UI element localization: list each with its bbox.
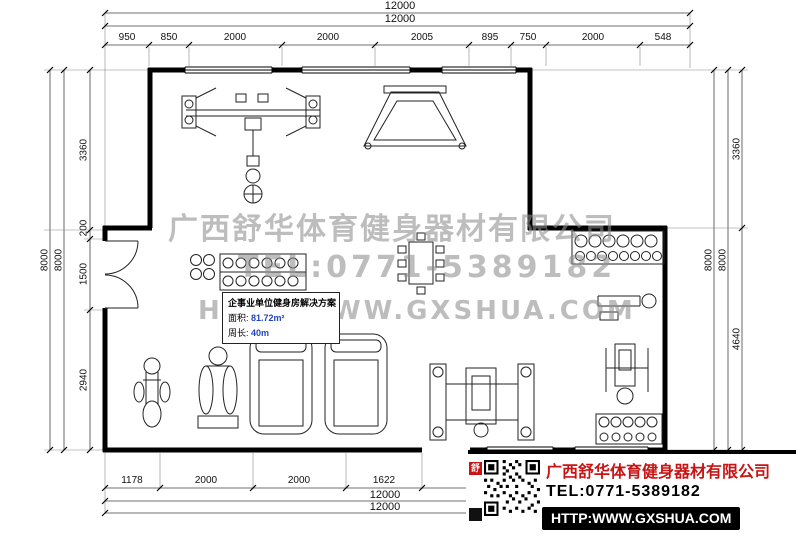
- solution-box: 企事业单位健身房解决方案 面积: 81.72m² 周长: 40m: [222, 292, 340, 344]
- solution-perimeter: 周长: 40m: [228, 326, 334, 339]
- dimension-lines: [49, 12, 743, 514]
- entrance-door: [104, 240, 139, 309]
- company-name: 广西舒华体育健身器材有限公司: [546, 464, 771, 481]
- watermark-company-name: 广西舒华体育健身器材有限公司: [168, 212, 616, 247]
- company-info-block: 舒 广西舒华体育健身器材有限公司 TEL:0771-5389182 HTT: [466, 450, 800, 536]
- dim-bottom-seg-0: 1178: [121, 475, 143, 486]
- dim-right-seg-1: 4640: [731, 327, 743, 351]
- dim-top-seg-8: 548: [654, 32, 672, 43]
- equipment-rack-bottom-right: [595, 413, 663, 445]
- dim-bottom-total-1: 12000: [369, 489, 401, 501]
- dim-left-total-0: 8000: [39, 248, 51, 272]
- perimeter-value: 40m: [251, 328, 270, 338]
- dim-top-seg-7: 2000: [581, 32, 605, 43]
- area-label: 面积:: [228, 313, 249, 323]
- company-tel: TEL:0771-5389182: [546, 483, 701, 500]
- dim-left-seg-3: 2940: [78, 368, 90, 392]
- dim-top-total-1: 12000: [384, 0, 416, 12]
- dim-right-total-1: 8000: [717, 248, 729, 272]
- dim-top-seg-1: 850: [160, 32, 178, 43]
- equipment-plate-rack: [571, 230, 665, 265]
- dim-top-seg-4: 2005: [410, 32, 434, 43]
- dim-left-total-1: 8000: [53, 248, 65, 272]
- equipment-elliptical: [197, 346, 239, 429]
- equipment-machine-right: [605, 343, 649, 405]
- equipment-bench-press: [429, 363, 535, 441]
- equipment-treadmill-1: [249, 333, 313, 435]
- area-value: 81.72m²: [251, 313, 285, 323]
- dim-top-seg-3: 2000: [316, 32, 340, 43]
- logo-black-square: [469, 508, 482, 521]
- qr-code-icon: [484, 460, 540, 516]
- equipment-table-chairs: [397, 232, 445, 295]
- perimeter-label: 周长:: [228, 328, 249, 338]
- equipment-power-rack: [363, 85, 467, 150]
- dim-bottom-total-2: 12000: [369, 501, 401, 513]
- watermark-tel: TEL:0771-5389182: [238, 250, 617, 285]
- company-url: HTTP:WWW.GXSHUA.COM: [542, 507, 741, 530]
- extension-lines: [44, 13, 748, 514]
- solution-title: 企事业单位健身房解决方案: [228, 298, 337, 308]
- dim-bottom-seg-1: 2000: [194, 475, 218, 486]
- dim-right-total-0: 8000: [703, 248, 715, 272]
- dim-top-seg-2: 2000: [223, 32, 247, 43]
- dim-left-seg-0: 3360: [78, 138, 90, 162]
- dim-left-seg-2: 1500: [78, 262, 90, 286]
- equipment-bike: [133, 357, 171, 428]
- shuhua-logo: 舒: [469, 462, 482, 475]
- dim-bottom-seg-2: 2000: [287, 475, 311, 486]
- equipment-bench-right: [597, 293, 657, 321]
- dim-bottom-seg-3: 1622: [372, 475, 396, 486]
- dim-top-seg-0: 950: [118, 32, 136, 43]
- divider-bar: [468, 450, 796, 454]
- dim-right-seg-0: 3360: [731, 137, 743, 161]
- dim-top-total-2: 12000: [384, 13, 416, 25]
- dim-top-seg-6: 750: [519, 32, 537, 43]
- dim-left-seg-1: 200: [78, 219, 90, 237]
- solution-area: 面积: 81.72m²: [228, 311, 334, 324]
- equipment-treadmill-2: [324, 333, 388, 435]
- equipment-multi-gym: [181, 87, 321, 204]
- dim-top-seg-5: 895: [481, 32, 499, 43]
- equipment-dumbbell-rack: [190, 253, 307, 291]
